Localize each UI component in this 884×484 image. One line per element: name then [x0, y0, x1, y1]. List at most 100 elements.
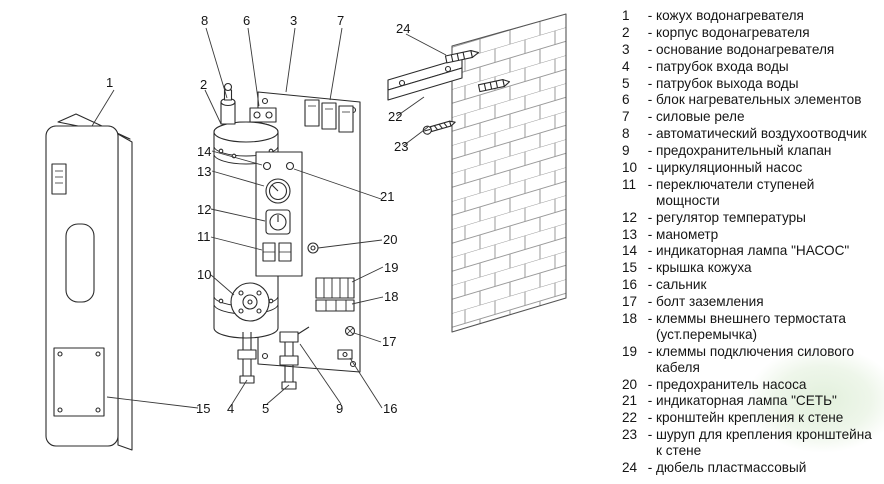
legend-item: 20-предохранитель насоса	[622, 377, 878, 393]
callout-14: 14	[197, 144, 212, 159]
legend-separator: -	[647, 92, 653, 108]
control-panel-drawing	[255, 151, 303, 277]
callout-1: 1	[106, 75, 114, 90]
cover-hatch-drawing	[53, 347, 105, 417]
legend-item-number: 13	[622, 226, 638, 242]
legend-item: 1 -кожух водонагревателя	[622, 8, 878, 24]
legend-item: 22-кронштейн крепления к стене	[622, 410, 878, 426]
legend-separator: -	[647, 209, 653, 225]
legend-item-label: блок нагревательных элементов	[656, 92, 862, 108]
legend-item: 9 -предохранительный клапан	[622, 143, 878, 159]
pump-drawing	[230, 282, 270, 322]
legend-item-number: 23	[622, 427, 638, 443]
legend-item: 17-болт заземления	[622, 294, 878, 310]
callout-12: 12	[197, 202, 212, 217]
diagram: 1 2 3 4 5 6 7 8 9 10 11 12 13 14 15 16 1…	[45, 13, 567, 451]
legend-item-number: 9	[622, 143, 630, 159]
legend-item-label: крышка кожуха	[656, 260, 752, 276]
callout-2: 2	[200, 77, 208, 92]
cover-drawing	[45, 113, 133, 451]
legend-item-number: 4	[622, 58, 630, 74]
relays-drawing	[304, 99, 354, 133]
legend-separator: -	[647, 427, 653, 443]
legend-item-label: автоматический воздухоотводчик	[656, 126, 867, 142]
callout-23: 23	[394, 139, 409, 154]
callout-15: 15	[196, 401, 211, 416]
legend-separator: -	[647, 460, 653, 476]
legend-separator: -	[647, 243, 653, 259]
legend-separator: -	[647, 126, 653, 142]
legend-item: 7-силовые реле	[622, 109, 878, 125]
legend-item-label: сальник	[656, 277, 707, 293]
legend-separator: -	[647, 376, 653, 392]
legend-item-label: регулятор температуры	[656, 209, 806, 225]
legend-item: 18-клеммы внешнего термостата (уст.перем…	[622, 311, 878, 343]
legend-item-number: 1	[622, 8, 630, 23]
legend-item-number: 6	[622, 92, 630, 108]
legend-item: 6 -блок нагревательных элементов	[622, 92, 878, 108]
legend-item-label: индикаторная лампа "НАСОС"	[656, 243, 850, 259]
callout-7: 7	[337, 13, 345, 28]
legend-item-label: клеммы подключения силового кабеля	[656, 343, 855, 375]
legend-item-number: 2	[622, 24, 630, 40]
screw-icon	[422, 120, 456, 135]
callout-20: 20	[383, 232, 398, 247]
legend-item-number: 16	[622, 277, 638, 293]
legend-item-number: 24	[622, 460, 638, 476]
legend-item-number: 10	[622, 160, 638, 176]
legend-separator: -	[647, 58, 653, 74]
callout-11: 11	[197, 229, 211, 244]
legend-item-label: силовые реле	[656, 109, 745, 125]
legend-item: 21-индикаторная лампа "СЕТЬ"	[622, 393, 878, 409]
callout-3: 3	[290, 13, 298, 28]
legend-separator: -	[647, 24, 653, 40]
legend-item-label: корпус водонагревателя	[656, 24, 810, 40]
air-vent-drawing	[220, 82, 236, 125]
legend-separator: -	[647, 8, 653, 23]
wall-bracket-drawing	[387, 57, 463, 101]
legend-separator: -	[647, 410, 653, 426]
callout-13: 13	[197, 164, 212, 179]
legend-item: 16-сальник	[622, 277, 878, 293]
legend-item: 14-индикаторная лампа "НАСОС"	[622, 243, 878, 259]
legend-separator: -	[647, 343, 653, 359]
legend-item-number: 12	[622, 209, 638, 225]
legend-item-number: 20	[622, 376, 638, 392]
legend-item-label: манометр	[656, 226, 719, 242]
legend-item: 3-основание водонагревателя	[622, 42, 878, 58]
legend-separator: -	[647, 75, 653, 91]
legend-item: 13-манометр	[622, 227, 878, 243]
wall-drawing	[451, 13, 567, 333]
legend-separator: -	[647, 160, 653, 176]
callout-9: 9	[336, 401, 344, 416]
callout-21: 21	[380, 189, 395, 204]
legend-separator: -	[647, 294, 653, 310]
legend-separator: -	[647, 176, 653, 192]
safety-valve-drawing	[279, 326, 310, 343]
legend-item-label: предохранительный клапан	[656, 143, 832, 159]
legend-item-label: предохранитель насоса	[656, 376, 807, 392]
legend-separator: -	[647, 41, 653, 57]
legend-item-label: индикаторная лампа "СЕТЬ"	[656, 393, 837, 409]
legend-separator: -	[647, 143, 653, 159]
gland-drawing	[337, 349, 353, 360]
legend-item: 24-дюбель пластмассовый	[622, 460, 878, 476]
legend-item-label: патрубок входа воды	[656, 58, 789, 74]
callout-10: 10	[197, 267, 212, 282]
legend-item-number: 21	[622, 393, 638, 409]
terminal-blocks-drawing	[315, 277, 355, 312]
legend-item: 19-клеммы подключения силового кабеля	[622, 344, 878, 376]
pump-lamp-icon	[262, 161, 272, 171]
callout-8: 8	[201, 13, 209, 28]
legend-item-number: 8	[622, 126, 630, 142]
legend-item-label: патрубок выхода воды	[656, 75, 799, 91]
legend-item: 2 -корпус водонагревателя	[622, 25, 878, 41]
legend-item: 8 -автоматический воздухоотводчик	[622, 126, 878, 142]
legend-item-label: кожух водонагревателя	[656, 8, 804, 23]
legend-item: 15-крышка кожуха	[622, 260, 878, 276]
legend-item-number: 18	[622, 311, 638, 327]
legend-item-number: 15	[622, 260, 638, 276]
callout-5: 5	[262, 401, 270, 416]
callout-17: 17	[382, 334, 397, 349]
